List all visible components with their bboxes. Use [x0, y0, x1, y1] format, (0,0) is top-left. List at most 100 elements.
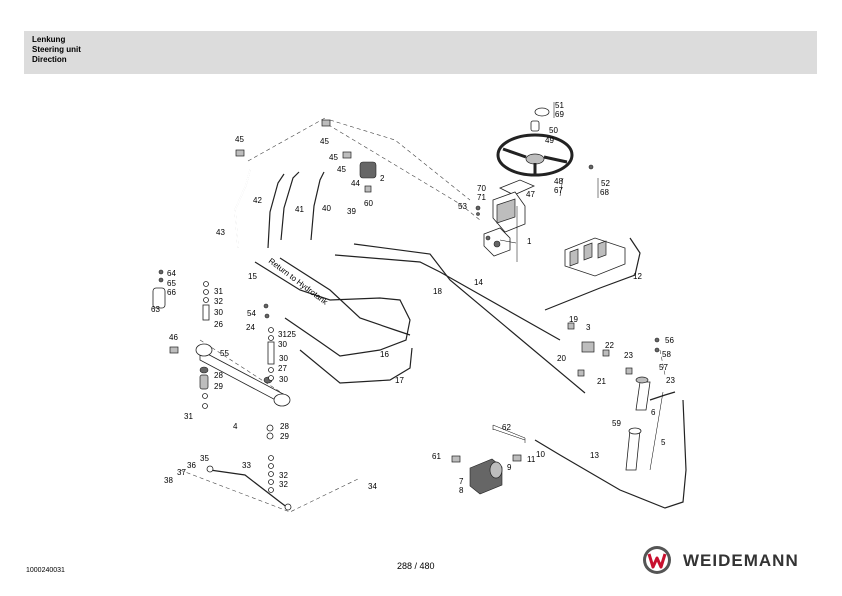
callout: 70 [477, 184, 486, 193]
callout: 50 [549, 126, 558, 135]
callout: 40 [322, 204, 331, 213]
callout: 68 [600, 188, 609, 197]
callout: 6 [651, 408, 656, 417]
callout: 34 [368, 482, 377, 491]
title-french: Direction [32, 55, 67, 64]
callout-numbers: 1 2 3 4 5 6 7 8 9 10 11 12 13 14 15 16 1… [151, 101, 675, 495]
callout: 23 [666, 376, 675, 385]
callout: 11 [527, 455, 536, 464]
callout: 56 [665, 336, 674, 345]
callout: 29 [280, 432, 289, 441]
callout: 8 [459, 486, 464, 495]
callout: 21 [597, 377, 606, 386]
callout-leaders [492, 102, 599, 441]
header-bar: Lenkung Steering unit Direction [24, 31, 817, 74]
weidemann-logo-icon [643, 546, 671, 574]
valve-block [564, 237, 626, 277]
callout: 37 [177, 468, 186, 477]
callout: 4 [233, 422, 238, 431]
callout: 45 [329, 153, 338, 162]
hardware-stacks [152, 269, 275, 493]
filter-canister [625, 376, 664, 471]
assembly-guides [179, 117, 666, 513]
callout: 45 [320, 137, 329, 146]
callout: 1 [527, 237, 532, 246]
callout: 30 [279, 375, 288, 384]
callout: 51 [555, 101, 564, 110]
callout: 32 [279, 480, 288, 489]
callout: 55 [220, 349, 229, 358]
callout: 9 [507, 463, 512, 472]
callout: 32 [279, 471, 288, 480]
callout: 31 [214, 287, 223, 296]
callout: 35 [200, 454, 209, 463]
callout: 45 [337, 165, 346, 174]
title-german: Lenkung [32, 35, 66, 44]
callout: 17 [395, 376, 404, 385]
callout: 41 [295, 205, 304, 214]
callout: 71 [477, 193, 486, 202]
callout: 27 [278, 364, 287, 373]
callout: 22 [605, 341, 614, 350]
hydraulic-pump [469, 458, 503, 495]
callout: 49 [545, 136, 554, 145]
callout: 24 [246, 323, 255, 332]
callout: 28 [214, 371, 223, 380]
callout: 3 [586, 323, 591, 332]
callout: 26 [214, 320, 223, 329]
callout: 31 [184, 412, 193, 421]
callout: 36 [187, 461, 196, 470]
callout: 58 [662, 350, 671, 359]
callout: 19 [569, 315, 578, 324]
callout: 38 [164, 476, 173, 485]
callout: 62 [502, 423, 511, 432]
callout: 23 [624, 351, 633, 360]
callout: 30 [279, 354, 288, 363]
brand-name: WEIDEMANN [683, 551, 799, 570]
callout: 5 [661, 438, 666, 447]
hose-label: Return to Hydrotank [267, 256, 330, 307]
callout: 43 [216, 228, 225, 237]
callout: 65 [167, 279, 176, 288]
callout: 39 [347, 207, 356, 216]
callout: 45 [235, 135, 244, 144]
callout: 69 [555, 110, 564, 119]
callout: 48 [554, 177, 563, 186]
callout: 63 [151, 305, 160, 314]
callout: 47 [526, 190, 535, 199]
callout: 18 [433, 287, 442, 296]
callout: 25 [287, 330, 296, 339]
callout: 15 [248, 272, 257, 281]
tie-rod [206, 465, 292, 511]
page-number: 288 / 480 [397, 561, 435, 571]
callout: 64 [167, 269, 176, 278]
callout: 61 [432, 452, 441, 461]
callout: 29 [214, 382, 223, 391]
callout: 53 [458, 202, 467, 211]
callout: 20 [557, 354, 566, 363]
hydraulic-lines [234, 169, 687, 509]
callout: 46 [169, 333, 178, 342]
callout: 42 [253, 196, 262, 205]
callout: 52 [601, 179, 610, 188]
callout: 44 [351, 179, 360, 188]
callout: 7 [459, 477, 464, 486]
callout: 57 [659, 363, 668, 372]
callout: 59 [612, 419, 621, 428]
callout: 30 [278, 340, 287, 349]
callout: 10 [536, 450, 545, 459]
callout: 13 [590, 451, 599, 460]
callout: 54 [247, 309, 256, 318]
title-english: Steering unit [32, 45, 81, 54]
callout: 28 [280, 422, 289, 431]
callout-bracket [492, 424, 526, 443]
steering-cylinder [195, 343, 291, 407]
steering-wheel [496, 107, 574, 177]
callout: 16 [380, 350, 389, 359]
callout: 66 [167, 288, 176, 297]
callout: 12 [633, 272, 642, 281]
fittings [169, 119, 660, 463]
callout: 60 [364, 199, 373, 208]
callout: 14 [474, 278, 483, 287]
